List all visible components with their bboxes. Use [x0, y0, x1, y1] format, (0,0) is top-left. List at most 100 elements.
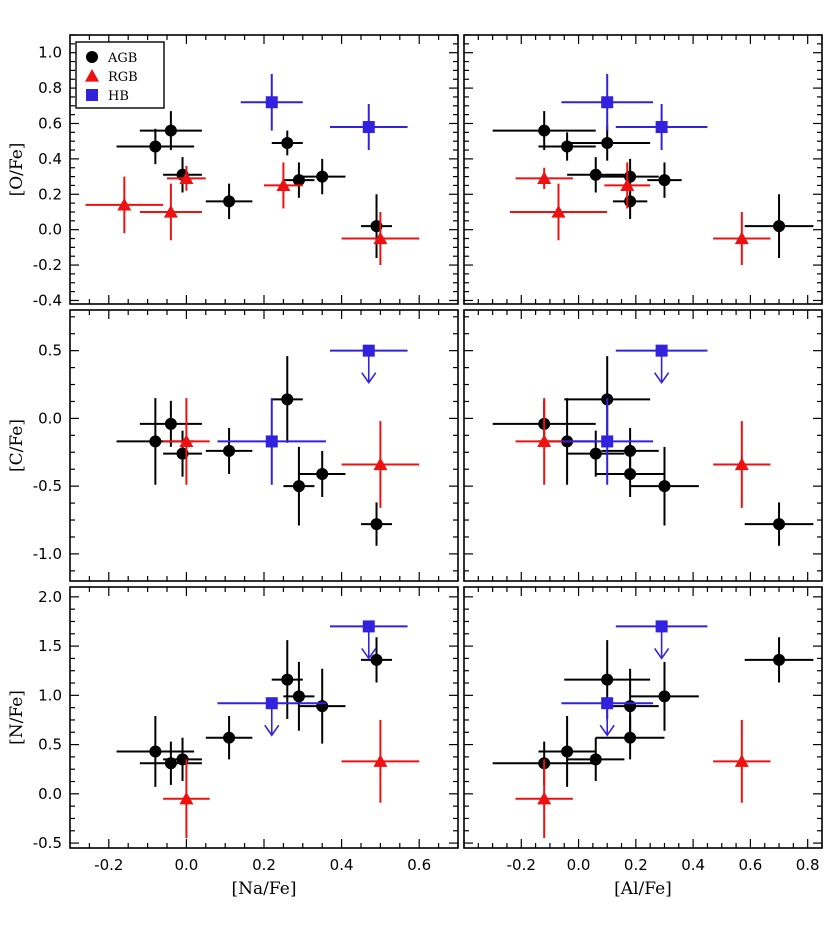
data-layer [492, 620, 814, 839]
data-point [283, 661, 315, 731]
rgb-marker [537, 171, 552, 184]
y-tick-label: 2.0 [38, 588, 62, 606]
hb-marker [601, 697, 614, 710]
rgb-marker [734, 754, 749, 767]
series-agb [116, 356, 393, 546]
hb-marker [655, 121, 668, 134]
upper-limit-arrowhead [599, 724, 615, 737]
agb-marker [316, 467, 329, 480]
legend-marker-agb [86, 51, 98, 63]
data-layer [116, 344, 420, 546]
data-point [205, 183, 253, 220]
data-point [341, 719, 420, 803]
data-point [744, 194, 814, 258]
data-point [264, 162, 303, 209]
data-point [515, 167, 573, 189]
y-tick-label: 0.6 [38, 114, 62, 132]
agb-marker [281, 136, 294, 149]
data-point [561, 398, 654, 485]
rgb-marker [179, 171, 194, 184]
agb-marker [624, 170, 637, 183]
x-tick-label: 0.4 [681, 856, 705, 874]
data-point [564, 125, 651, 161]
agb-marker [624, 700, 637, 713]
series-hb [217, 620, 408, 737]
y-axis-label: [N/Fe] [7, 690, 27, 745]
data-point [361, 502, 393, 546]
legend-label: HB [108, 89, 129, 104]
agb-marker [223, 195, 236, 208]
data-point [163, 759, 210, 839]
agb-marker [292, 480, 305, 493]
data-point [240, 73, 303, 131]
rgb-marker [373, 457, 388, 471]
data-point [217, 398, 327, 485]
panel-frame [463, 586, 823, 849]
agb-marker [281, 673, 294, 686]
y-tick-label: 1.0 [38, 686, 62, 704]
hb-marker [601, 435, 614, 448]
data-point [604, 162, 651, 209]
data-layer [85, 73, 420, 266]
y-tick-label: 0.0 [38, 785, 62, 803]
y-tick-label: -0.4 [33, 291, 62, 309]
x-tick-label: 0.4 [330, 856, 354, 874]
hb-marker [362, 620, 375, 633]
agb-marker [624, 467, 637, 480]
data-point [630, 661, 699, 731]
data-point [567, 430, 625, 477]
data-point [744, 637, 814, 683]
panel-frame [463, 309, 823, 582]
data-point [361, 637, 393, 683]
series-hb [217, 344, 408, 485]
data-point [515, 759, 573, 839]
data-point [139, 111, 202, 151]
y-tick-label: -0.5 [33, 477, 62, 495]
y-tick-label: 0.2 [38, 185, 62, 203]
y-tick-label: 0.5 [38, 342, 62, 360]
agb-marker [589, 753, 602, 766]
upper-limit-arrowhead [653, 372, 670, 385]
x-tick-label: 0.2 [252, 856, 276, 874]
legend-marker-hb [86, 89, 98, 101]
data-point [329, 344, 408, 385]
data-point [283, 162, 315, 198]
hb-marker [601, 96, 614, 109]
data-point [492, 111, 596, 151]
data-point [744, 502, 814, 546]
data-point [116, 128, 195, 165]
rgb-marker [734, 231, 749, 245]
legend-marker-rgb [85, 69, 99, 82]
rgb-marker [537, 791, 552, 805]
data-point [713, 719, 771, 803]
data-point [163, 157, 202, 193]
data-point [509, 183, 608, 241]
agb-marker [773, 653, 786, 666]
series-hb [561, 73, 708, 151]
data-layer [492, 73, 814, 266]
data-point [595, 716, 665, 760]
data-point [116, 716, 195, 787]
series-agb [492, 111, 814, 258]
data-point [271, 640, 303, 719]
legend-label: RGB [108, 70, 138, 85]
data-point [329, 104, 408, 151]
x-tick-label: -0.2 [94, 856, 123, 874]
x-tick-label: -0.2 [507, 856, 536, 874]
panel-4 [463, 309, 823, 582]
agb-marker [589, 168, 602, 181]
data-point [283, 446, 315, 526]
rgb-marker [163, 204, 178, 218]
data-point [217, 697, 327, 737]
hb-marker [265, 697, 278, 710]
rgb-marker [179, 791, 194, 805]
rgb-marker [620, 178, 635, 192]
agb-marker [223, 444, 236, 457]
data-point [567, 737, 625, 782]
y-tick-label: 0.0 [38, 409, 62, 427]
data-point [341, 211, 420, 266]
agb-marker [561, 745, 574, 758]
